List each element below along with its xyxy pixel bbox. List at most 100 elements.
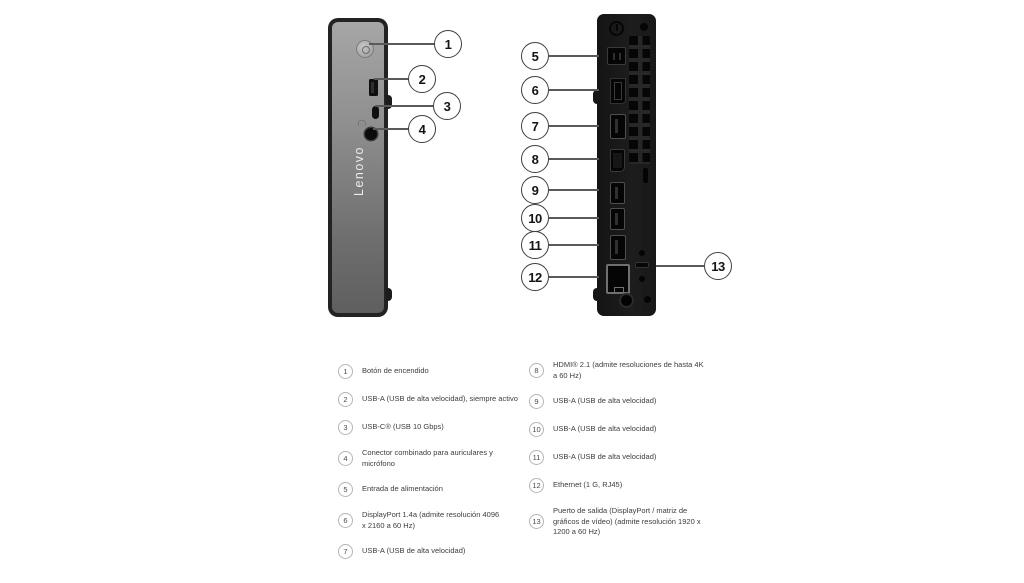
- legend-text: DisplayPort 1.4a (admite resolución 4096…: [362, 510, 500, 530]
- screw-hole: [639, 250, 645, 256]
- leader-line-10: [549, 217, 599, 219]
- legend-item-8: 8 HDMI® 2.1 (admite resoluciones de hast…: [529, 360, 707, 381]
- leader-line-13: [656, 265, 704, 267]
- callout-4: 4: [408, 115, 436, 143]
- optional-port-knockout: [635, 262, 649, 268]
- usb-a-port-front: [369, 79, 378, 96]
- legend-number-badge: 8: [529, 363, 544, 378]
- power-pin: [619, 53, 621, 60]
- port-inner: [613, 153, 622, 168]
- device-foot: [386, 288, 392, 301]
- usb-a-port-rear-1: [610, 114, 626, 139]
- legend-text: USB-A (USB de alta velocidad): [553, 396, 657, 406]
- legend-item-11: 11 USB-A (USB de alta velocidad): [529, 450, 707, 465]
- legend-text: Conector combinado para auriculares y mi…: [362, 448, 493, 468]
- leader-line-3: [375, 105, 434, 107]
- leader-line-6: [549, 89, 599, 91]
- device-foot: [593, 90, 599, 104]
- kensington-lock-slot: [643, 168, 648, 183]
- screw-hole: [640, 23, 648, 31]
- audio-combo-jack: [365, 128, 377, 140]
- callout-5: 5: [521, 42, 549, 70]
- usb-tab: [371, 82, 374, 93]
- legend-text: Botón de encendido: [362, 366, 429, 376]
- callout-10: 10: [521, 204, 549, 232]
- leader-line-8: [549, 158, 599, 160]
- usb-c-port-front: [372, 106, 379, 119]
- legend-item-13: 13 Puerto de salida (DisplayPort / matri…: [529, 506, 707, 538]
- legend-item-12: 12 Ethernet (1 G, RJ45): [529, 478, 707, 493]
- legend-column-right: 8 HDMI® 2.1 (admite resoluciones de hast…: [529, 360, 707, 551]
- legend-text: USB-A (USB de alta velocidad): [362, 546, 466, 556]
- hdmi-port: [610, 149, 625, 172]
- usb-a-port-rear-3: [610, 208, 625, 230]
- power-input-port: [607, 47, 626, 65]
- legend-text: Ethernet (1 G, RJ45): [553, 480, 623, 490]
- legend-number-badge: 11: [529, 450, 544, 465]
- legend-number-badge: 5: [338, 482, 353, 497]
- legend-item-1: 1 Botón de encendido: [338, 364, 503, 379]
- leader-line-5: [549, 55, 599, 57]
- legend-item-5: 5 Entrada de alimentación: [338, 482, 503, 497]
- legend-text: USB-C® (USB 10 Gbps): [362, 422, 444, 432]
- usb-tab: [615, 213, 618, 225]
- keyhole-mount: [609, 21, 624, 36]
- callout-9: 9: [521, 176, 549, 204]
- legend-item-6: 6 DisplayPort 1.4a (admite resolución 40…: [338, 510, 503, 531]
- callout-8: 8: [521, 145, 549, 173]
- callout-11: 11: [521, 231, 549, 259]
- leader-line-11: [549, 244, 599, 246]
- callout-6: 6: [521, 76, 549, 104]
- callout-2: 2: [408, 65, 436, 93]
- legend-item-4: 4 Conector combinado para auriculares y …: [338, 448, 503, 469]
- displayport-port: [610, 78, 626, 104]
- leader-line-7: [549, 125, 599, 127]
- callout-13: 13: [704, 252, 732, 280]
- legend-item-3: 3 USB-C® (USB 10 Gbps): [338, 420, 503, 435]
- callout-12: 12: [521, 263, 549, 291]
- legend-item-9: 9 USB-A (USB de alta velocidad): [529, 394, 707, 409]
- legend-text: HDMI® 2.1 (admite resoluciones de hasta …: [553, 360, 704, 380]
- callout-1: 1: [434, 30, 462, 58]
- leader-line-2: [374, 78, 409, 80]
- usb-tab: [615, 119, 618, 133]
- port-inner: [614, 82, 622, 100]
- usb-tab: [615, 187, 618, 199]
- legend-text: Puerto de salida (DisplayPort / matriz d…: [553, 506, 701, 536]
- screw-hole: [639, 276, 645, 282]
- power-pin: [613, 53, 615, 60]
- usb-tab: [615, 240, 618, 254]
- legend-text: Entrada de alimentación: [362, 484, 443, 494]
- leader-line-9: [549, 189, 599, 191]
- legend-number-badge: 2: [338, 392, 353, 407]
- callout-7: 7: [521, 112, 549, 140]
- front-panel: Lenovo: [332, 22, 384, 313]
- round-connector: [619, 293, 634, 308]
- legend-number-badge: 6: [338, 513, 353, 528]
- usb-a-port-rear-2: [610, 182, 625, 204]
- callout-3: 3: [433, 92, 461, 120]
- legend-item-7: 7 USB-A (USB de alta velocidad): [338, 544, 503, 559]
- usb-a-port-rear-4: [610, 235, 626, 260]
- front-view-device: Lenovo: [328, 18, 392, 317]
- legend-number-badge: 4: [338, 451, 353, 466]
- rj45-notch: [614, 287, 624, 293]
- bottom-hole: [644, 296, 651, 303]
- ethernet-port: [606, 264, 630, 294]
- legend-number-badge: 9: [529, 394, 544, 409]
- legend-text: USB-A (USB de alta velocidad), siempre a…: [362, 394, 518, 404]
- leader-line-4: [373, 128, 409, 130]
- vent-grid: [629, 36, 650, 164]
- legend-text: USB-A (USB de alta velocidad): [553, 452, 657, 462]
- legend-item-10: 10 USB-A (USB de alta velocidad): [529, 422, 707, 437]
- legend-number-badge: 1: [338, 364, 353, 379]
- legend-number-badge: 13: [529, 514, 544, 530]
- legend-number-badge: 3: [338, 420, 353, 435]
- power-button: [356, 40, 374, 58]
- legend-column-left: 1 Botón de encendido 2 USB-A (USB de alt…: [338, 364, 518, 572]
- legend-number-badge: 10: [529, 422, 544, 437]
- legend-number-badge: 12: [529, 478, 544, 493]
- keyhole-slot: [615, 24, 618, 31]
- rear-view-device: [593, 14, 656, 316]
